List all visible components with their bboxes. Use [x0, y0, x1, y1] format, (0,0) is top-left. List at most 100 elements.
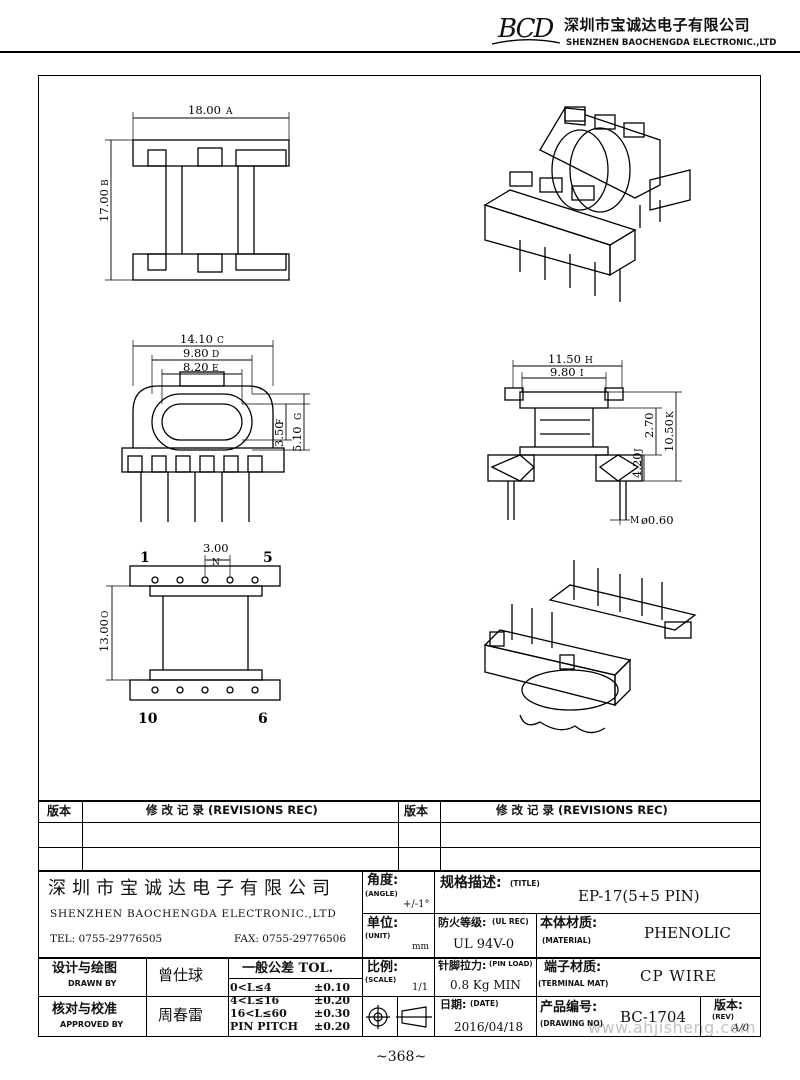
- drawing-frame: [38, 75, 761, 1037]
- top-iso-view: [483, 106, 691, 302]
- tb-rule-v-228: [228, 957, 229, 1037]
- tb-material-label: 本体材质:: [540, 916, 598, 931]
- tb-approved-en: APPROVED BY: [60, 1020, 124, 1029]
- rev-header-version-1: 版本: [47, 804, 72, 818]
- tb-title-label: 规格描述:: [440, 875, 502, 891]
- projection-symbol-icon: [366, 1005, 432, 1029]
- bottom-view-pins: [151, 576, 259, 694]
- dim-side-h2-ref: J: [634, 448, 644, 453]
- tb-drawn-label: 设计与绘图: [52, 961, 118, 976]
- tol-range: PIN PITCH: [230, 1020, 299, 1033]
- tb-rule-h-tol: [228, 978, 362, 979]
- tb-rule-h-913: [362, 913, 761, 914]
- tb-angle-en: (ANGLE): [365, 890, 398, 898]
- rev-header-records-1: 修 改 记 录 (REVISIONS REC): [146, 803, 318, 817]
- tb-scale-label: 比例:: [367, 960, 399, 975]
- tol-value: ±0.10: [314, 981, 351, 994]
- tb-title-value: EP-17(5+5 PIN): [578, 887, 700, 905]
- tb-company-en: SHENZHEN BAOCHENGDA ELECTRONIC.,LTD: [50, 908, 337, 920]
- dim-front-w1: 14.10: [180, 332, 213, 346]
- tb-tol-table: 0<L≤4 ±0.10 4<L≤16 ±0.20 16<L≤60 ±0.30 P…: [230, 981, 360, 1033]
- tb-fire-en: (UL REC): [492, 917, 529, 926]
- dim-front-w1-ref: C: [217, 336, 224, 346]
- tb-approved-label: 核对与校准: [52, 1002, 118, 1017]
- pin-label-10: 10: [138, 711, 158, 727]
- dim-pin-dia: ø0.60: [641, 513, 674, 527]
- tol-row: 4<L≤16 ±0.20: [230, 994, 360, 1007]
- tol-range: 0<L≤4: [230, 981, 272, 994]
- dim-side-w2-ref: I: [580, 369, 584, 379]
- rev-row-rule-1: [38, 822, 761, 823]
- tb-rule-v-146: [146, 957, 147, 1037]
- tol-range: 16<L≤60: [230, 1007, 287, 1020]
- dim-front-h2-ref: G: [294, 413, 304, 420]
- rev-col-rule-3: [440, 800, 441, 870]
- dim-pin-dia-ref: M: [630, 516, 639, 526]
- tb-rev-label: 版本:: [714, 998, 743, 1012]
- top-view: [105, 112, 290, 281]
- dim-front-w3-ref: E: [212, 364, 219, 374]
- rev-header-records-2: 修 改 记 录 (REVISIONS REC): [496, 803, 668, 817]
- dim-front-h1: 3.50: [272, 421, 286, 447]
- rev-row-rule-2: [38, 847, 761, 848]
- tb-unit-value: mm: [412, 942, 430, 952]
- tb-rule-h-957: [38, 957, 761, 959]
- tb-tel: TEL: 0755-29776505: [50, 933, 163, 945]
- front-view: [121, 340, 310, 522]
- tb-terminal-en: (TERMINAL MAT): [538, 979, 609, 988]
- company-logo: BCD: [498, 14, 554, 44]
- tol-value: ±0.20: [314, 1020, 351, 1033]
- tb-rule-v-434: [434, 870, 435, 1037]
- tb-terminal-value: CP WIRE: [640, 967, 717, 985]
- rev-bottom-rule: [38, 870, 761, 872]
- tol-row: 16<L≤60 ±0.30: [230, 1007, 360, 1020]
- tb-fire-label: 防火等级:: [438, 916, 487, 929]
- tb-material-value: PHENOLIC: [644, 924, 731, 942]
- tb-rule-h-996-right: [362, 996, 761, 997]
- dim-pitch: 3.00: [203, 541, 229, 555]
- dim-side-w2: 9.80: [550, 365, 576, 379]
- dim-side-h1: 2.70: [642, 412, 656, 438]
- tb-rule-h-996-left: [38, 996, 362, 997]
- pin-label-6: 6: [258, 711, 268, 727]
- dim-front-h1-ref: F: [276, 419, 286, 425]
- rev-header-version-2: 版本: [404, 804, 429, 818]
- technical-drawing: 18.00 A 17.00 B 14.10 C 9.80 D 8.20 E 3.…: [97, 103, 697, 734]
- rev-top-rule: [38, 800, 761, 802]
- tb-rule-v-362: [362, 870, 363, 1037]
- tb-title-en: (TITLE): [510, 879, 540, 888]
- company-header: BCD 深圳市宝诚达电子有限公司 SHENZHEN BAOCHENGDA ELE…: [490, 10, 790, 56]
- tb-scale-en: (SCALE): [365, 976, 397, 984]
- pin-label-5: 5: [263, 550, 273, 566]
- tb-pinload-en: (PIN LOAD): [489, 960, 533, 968]
- tol-value: ±0.20: [314, 994, 351, 1007]
- rev-col-rule-2: [398, 800, 399, 870]
- tb-angle-value: +/-1°: [403, 899, 430, 910]
- tb-date-label: 日期:: [440, 998, 467, 1011]
- bottom-view: [106, 555, 281, 701]
- company-name-cn: 深圳市宝诚达电子有限公司: [564, 16, 751, 34]
- rev-col-rule-1: [82, 800, 83, 870]
- dim-side-w1-ref: H: [585, 356, 593, 366]
- tb-drawn-value: 曾仕球: [158, 966, 204, 984]
- dim-front-w3: 8.20: [183, 360, 209, 374]
- tb-rev-value: A/0: [732, 1023, 749, 1034]
- dim-bottom-height: 13.00: [97, 619, 111, 652]
- tb-company-cn: 深圳市宝诚达电子有限公司: [48, 878, 336, 899]
- tb-fire-value: UL 94V-0: [453, 937, 515, 952]
- dim-side-h3-ref: K: [666, 411, 676, 418]
- dim-top-width: 18.00: [188, 103, 221, 117]
- tb-drawing-en: (DRAWING NO): [540, 1019, 604, 1028]
- dim-side-w1: 11.50: [548, 352, 581, 366]
- header-rule: [0, 51, 800, 53]
- tol-value: ±0.30: [314, 1007, 351, 1020]
- tb-tol-title: 一般公差 TOL.: [242, 961, 334, 976]
- dim-top-height: 17.00: [97, 189, 111, 222]
- tb-scale-value: 1/1: [412, 982, 429, 993]
- tb-pinload-label: 针脚拉力:: [438, 959, 487, 972]
- tb-unit-en: (UNIT): [365, 932, 391, 940]
- bottom-iso-view: [483, 560, 697, 734]
- dim-side-h3: 10.50: [662, 419, 676, 452]
- dim-top-height-ref: B: [101, 179, 111, 186]
- dim-side-h2: 4.20: [630, 452, 644, 478]
